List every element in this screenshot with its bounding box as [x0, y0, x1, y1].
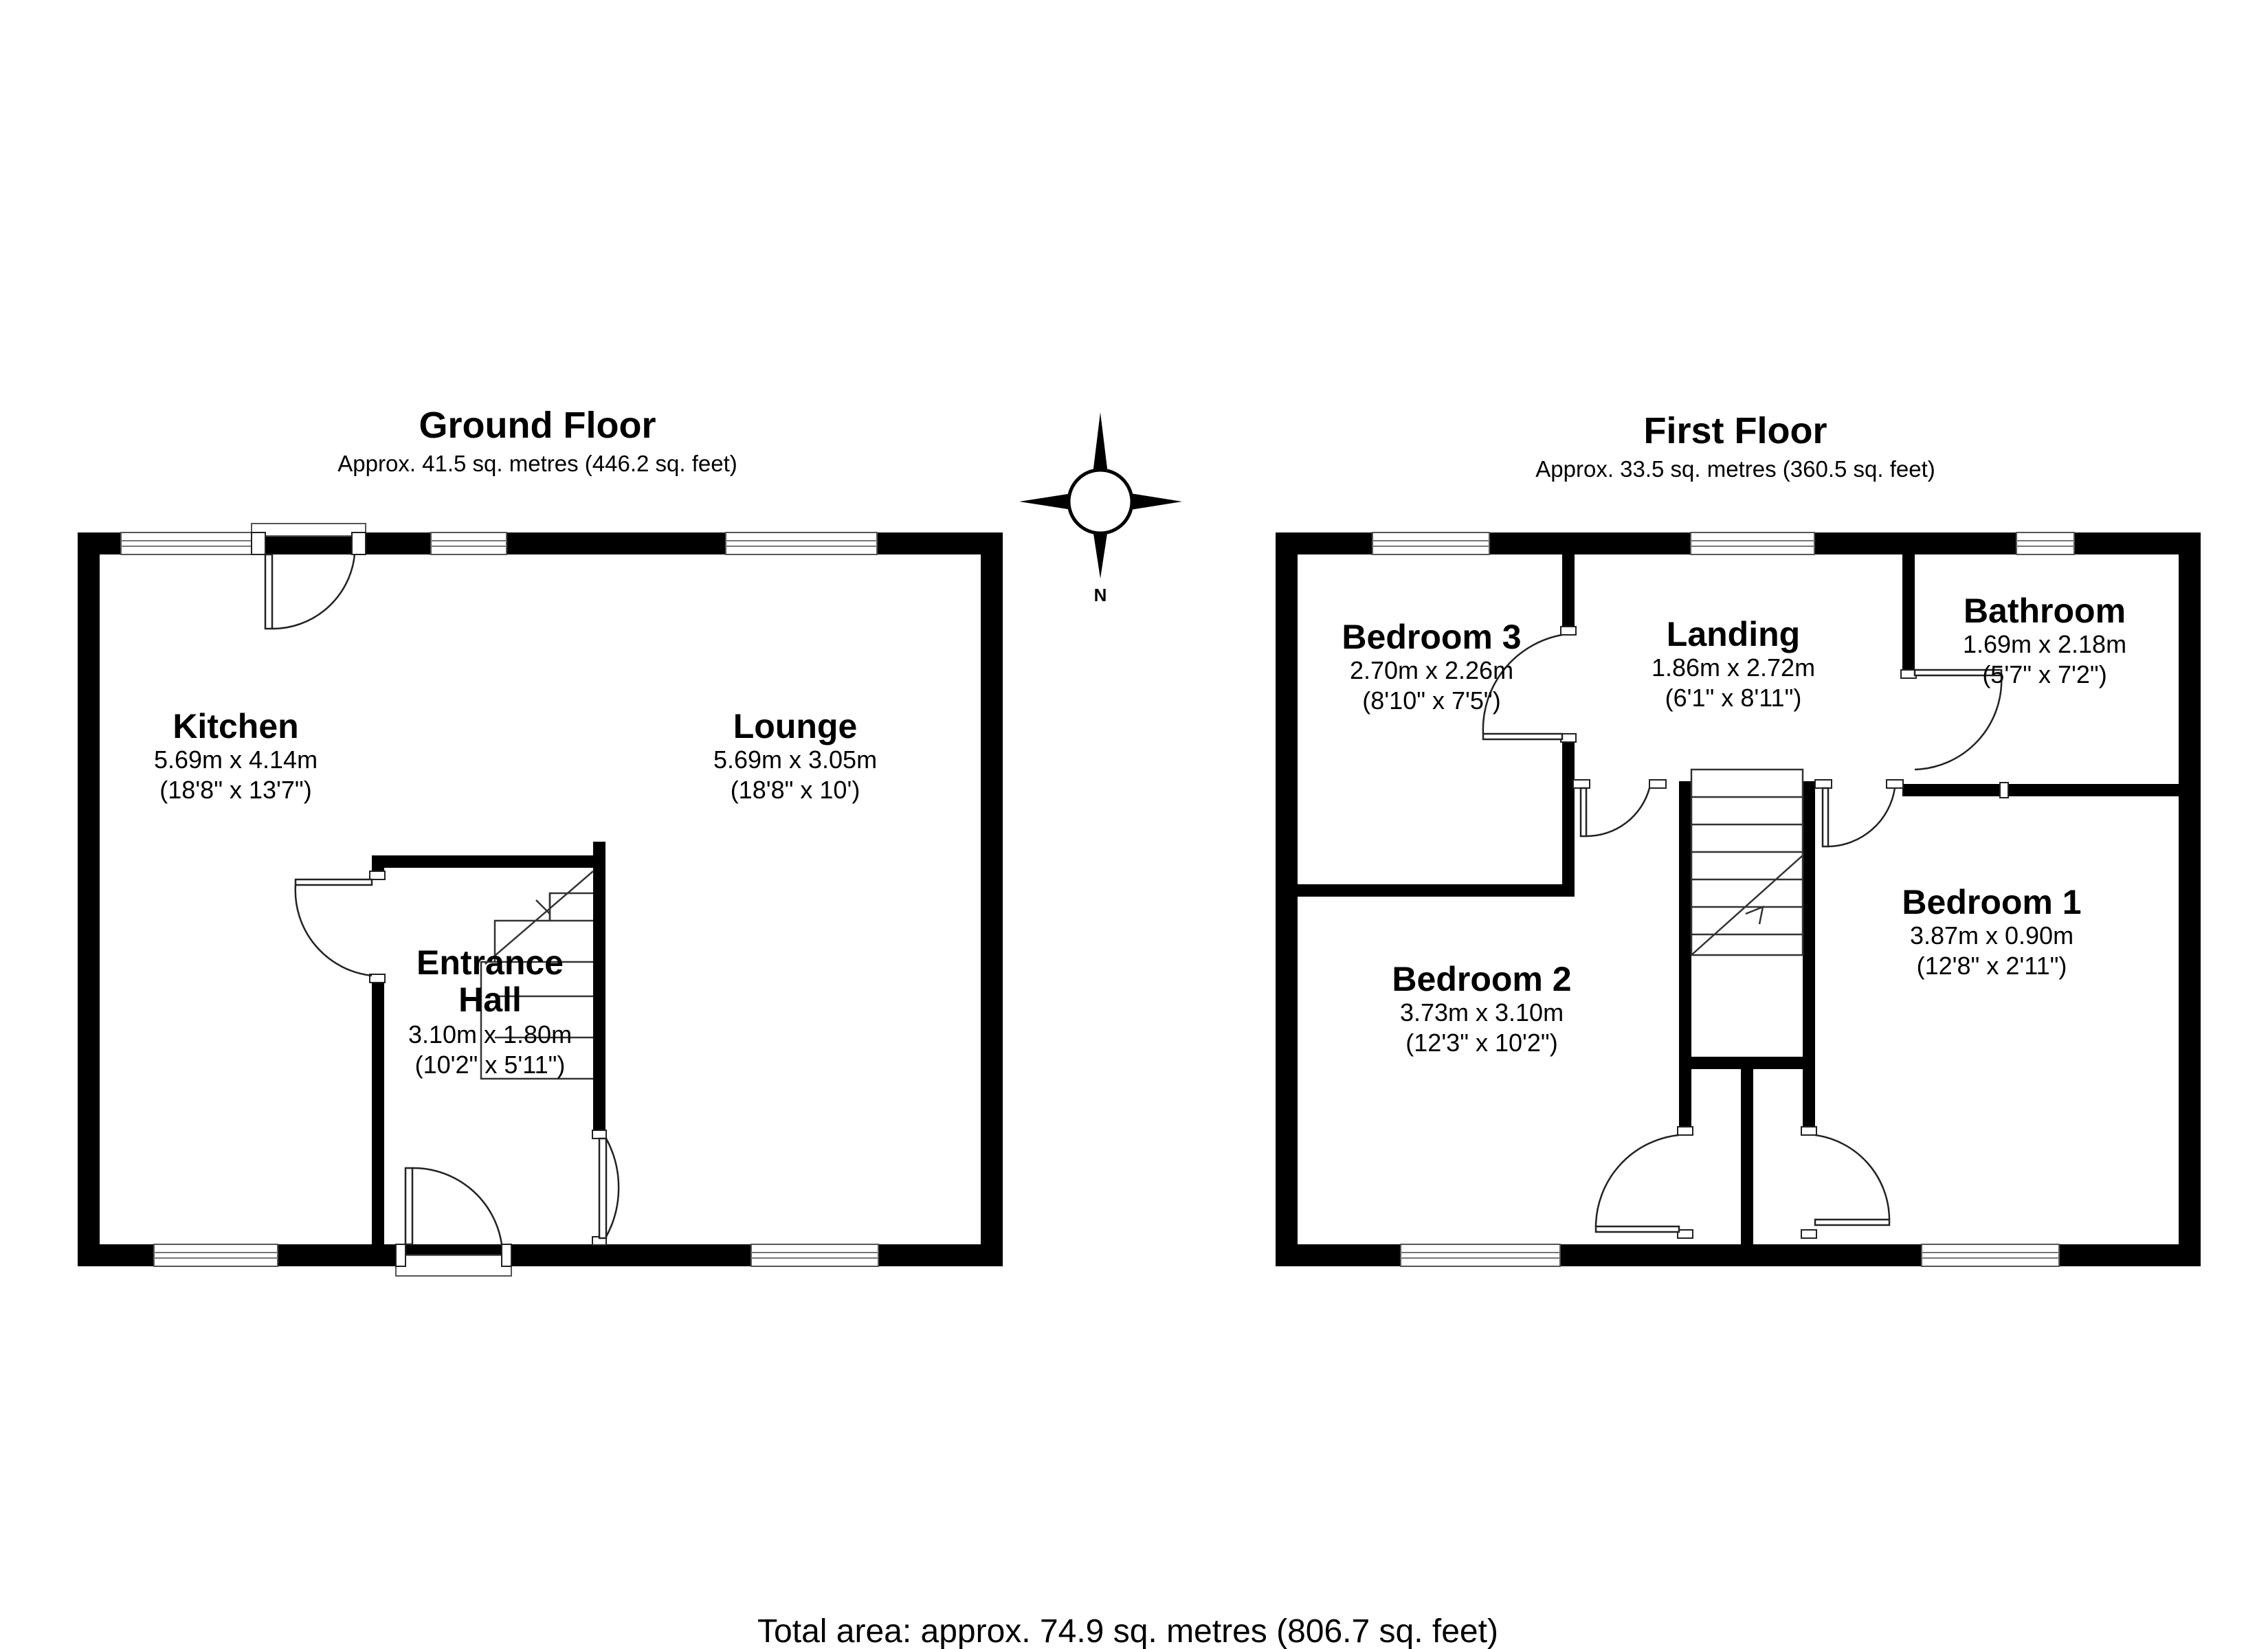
ff-cupboard-wall-mid [1741, 1069, 1753, 1246]
bathroom-metric: 1.69m x 2.18m [1963, 630, 2126, 658]
bedroom3-imperial: (8'10" x 7'5") [1362, 686, 1500, 715]
lounge-label: Lounge [733, 707, 858, 745]
ff-window-landing [1690, 532, 1815, 555]
gf-front-door [395, 1167, 512, 1277]
ff-window-bed2 [1400, 1244, 1561, 1267]
lounge-imperial: (18'8" x 10') [731, 776, 860, 804]
bathroom-imperial: (5'7" x 7'2") [1982, 660, 2106, 688]
bedroom1-metric: 3.87m x 0.90m [1910, 921, 2074, 950]
ff-bath-wall-left [1902, 554, 1915, 675]
kitchen-label: Kitchen [173, 707, 298, 745]
bedroom1-imperial: (12'8" x 2'11") [1917, 952, 2067, 980]
landing-label: Landing [1667, 615, 1800, 653]
bathroom-label: Bathroom [1964, 592, 2126, 630]
ground-floor-plan [78, 523, 1003, 1277]
kitchen-metric: 5.69m x 4.14m [154, 745, 318, 774]
north-compass-icon [1019, 412, 1182, 579]
gf-wall-left [78, 532, 100, 1266]
bedroom3-metric: 2.70m x 2.26m [1350, 656, 1513, 684]
ff-window-bed1 [1921, 1244, 2060, 1267]
ff-door-bed3 [1482, 626, 1577, 743]
ff-staircase [1690, 768, 1804, 956]
ff-door-bathroom [1900, 669, 2009, 798]
ff-bed3-wall-right-bottom [1562, 739, 1575, 897]
landing-imperial: (6'1" x 8'11") [1665, 684, 1802, 712]
ff-bed3-wall-bottom [1298, 884, 1575, 897]
bedroom2-label: Bedroom 2 [1392, 960, 1571, 998]
ff-door-landing-bed2 [1572, 779, 1667, 838]
gf-back-door [251, 523, 366, 630]
ff-door-cupboard-right [1801, 1126, 1891, 1239]
gf-door-hall-lounge [592, 1130, 620, 1246]
gf-window-kitchen-bottom [153, 1244, 278, 1267]
bedroom2-imperial: (12'3" x 10'2") [1405, 1029, 1557, 1057]
gf-window-top-small [430, 532, 507, 555]
first-floor-area: Approx. 33.5 sq. metres (360.5 sq. feet) [1535, 456, 1935, 482]
ff-door-cupboard-left [1594, 1126, 1693, 1239]
lounge-metric: 5.69m x 3.05m [713, 745, 877, 774]
gf-hall-wall-left-lower [372, 979, 384, 1254]
ff-wall-left [1276, 532, 1298, 1266]
entrance-hall-label-line2: Hall [458, 980, 522, 1019]
ff-cupboard-wall-left [1679, 1057, 1691, 1132]
landing-metric: 1.86m x 2.72m [1652, 653, 1815, 682]
kitchen-imperial: (18'8" x 13'7") [159, 776, 311, 804]
entrance-hall-imperial: (10'2" x 5'11") [415, 1051, 566, 1079]
bedroom2-metric: 3.73m x 3.10m [1400, 998, 1564, 1027]
ff-stairwell-wall-bottom [1679, 1057, 1815, 1069]
ff-bed3-wall-right-top [1562, 554, 1575, 630]
first-floor-plan [1276, 532, 2201, 1267]
ff-cupboard-wall-right [1803, 1057, 1815, 1132]
entrance-hall-label-line1: Entrance [416, 943, 564, 982]
bedroom3-label: Bedroom 3 [1342, 618, 1521, 656]
first-floor-title: First Floor [1644, 410, 1827, 451]
gf-window-kitchen-top [120, 532, 252, 555]
ff-stairwell-wall-left [1679, 781, 1691, 1070]
ff-window-bed3 [1372, 532, 1490, 555]
gf-wall-right [981, 532, 1003, 1266]
gf-hall-wall-right [593, 842, 605, 1130]
compass-north-label: N [1094, 585, 1107, 605]
gf-window-lounge-bottom [751, 1244, 879, 1267]
ground-floor-title: Ground Floor [419, 405, 656, 446]
ff-stairwell-wall-right [1803, 781, 1815, 1070]
gf-staircase [480, 871, 594, 1080]
ground-floor-area: Approx. 41.5 sq. metres (446.2 sq. feet) [337, 451, 737, 476]
gf-door-kitchen-hall [294, 871, 386, 983]
ff-door-landing-bed1 [1814, 779, 1904, 848]
gf-window-lounge-top [725, 532, 878, 555]
ff-bath-wall-bottom [1902, 784, 2179, 796]
ff-wall-right [2179, 532, 2201, 1266]
entrance-hall-metric: 3.10m x 1.80m [408, 1020, 572, 1048]
bedroom1-label: Bedroom 1 [1902, 883, 2081, 921]
total-area: Total area: approx. 74.9 sq. metres (806… [757, 1613, 1498, 1649]
gf-hall-wall-top [372, 855, 605, 868]
ff-window-bathroom [2016, 532, 2075, 555]
